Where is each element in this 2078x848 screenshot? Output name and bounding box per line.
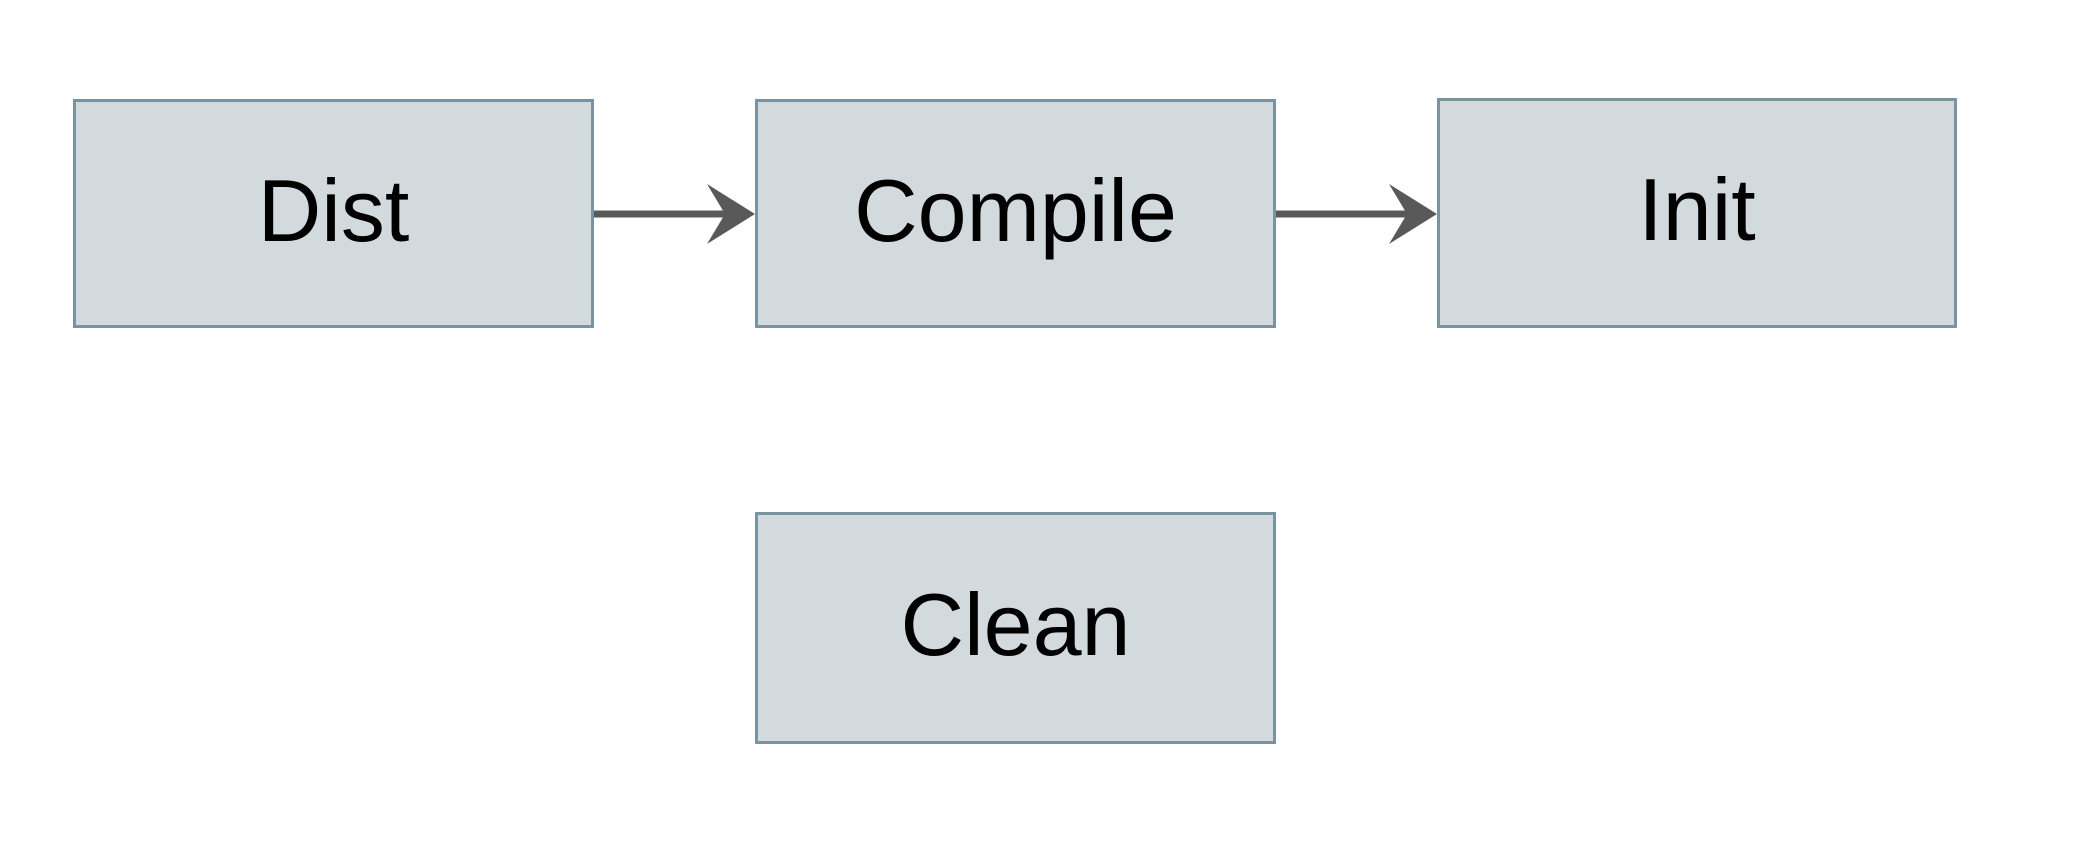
arrowhead-icon [707,184,755,244]
node-label: Compile [854,160,1177,260]
node-label: Dist [257,160,410,260]
arrowhead-icon [1389,184,1437,244]
node-label: Init [1638,160,1756,259]
arrow-compile-to-init [1276,184,1437,244]
node-dist: Dist [73,99,594,328]
arrow-dist-to-compile [594,184,755,244]
node-compile: Compile [755,99,1276,328]
node-clean: Clean [755,512,1276,744]
node-label: Clean [900,575,1131,674]
node-init: Init [1437,98,1957,328]
